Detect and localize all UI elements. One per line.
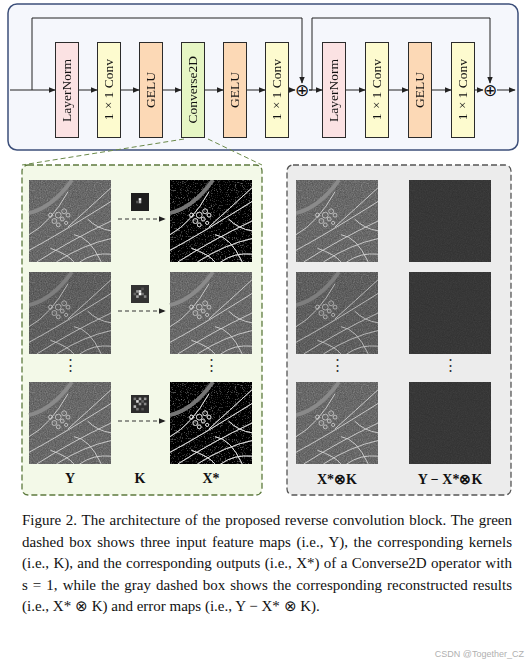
activation-box: GELU (223, 42, 247, 138)
activation-box: GELU (408, 42, 432, 138)
error-map (409, 382, 491, 464)
watermark: CSDN @Together_CZ (324, 649, 524, 659)
connector (289, 90, 295, 91)
connector (309, 18, 490, 90)
activation-box: GELU (139, 42, 163, 138)
connector (346, 90, 365, 91)
connector (79, 90, 97, 91)
node-text: GELU (143, 72, 159, 108)
reconstruction-panel (287, 165, 511, 495)
node-text: LayerNorm (59, 59, 75, 122)
ellipsis: ⋮ (277, 356, 397, 374)
column-label: X*⊗K (277, 471, 397, 488)
node-text: GELU (227, 72, 243, 108)
connector (309, 90, 322, 91)
zoom-line (22, 139, 184, 165)
connector (121, 90, 139, 91)
conv-box: 1×1 Conv (97, 42, 121, 138)
node-text: 1×1 Conv (269, 59, 285, 120)
kernel (131, 193, 149, 211)
map-arrow (118, 311, 165, 312)
zoom-line (208, 139, 262, 165)
sum-node: ⊕ (295, 83, 309, 97)
conv-box: 1×1 Conv (365, 42, 389, 138)
feature-map (296, 180, 378, 262)
column-label: Y − X*⊗K (390, 471, 510, 488)
node-text: 1×1 Conv (101, 59, 117, 120)
error-map (409, 180, 491, 262)
ellipsis: ⋮ (390, 356, 510, 374)
connector (205, 90, 223, 91)
connector (247, 90, 265, 91)
block-frame (8, 4, 518, 150)
connector (389, 90, 408, 91)
node-text: 1×1 Conv (455, 59, 471, 120)
feature-map (29, 180, 111, 262)
node-text: GELU (412, 72, 428, 108)
connector (163, 90, 181, 91)
node-text: LayerNorm (326, 59, 342, 122)
sum-node: ⊕ (483, 83, 497, 97)
norm-box: LayerNorm (322, 42, 346, 138)
ellipsis: ⋮ (10, 356, 130, 374)
map-arrow (118, 421, 165, 422)
node-text: ⊕ (295, 83, 309, 97)
column-label: K (80, 471, 200, 487)
feature-map (170, 180, 252, 262)
map-arrow (118, 219, 165, 220)
column-label: X* (151, 471, 271, 487)
figure-caption: Figure 2. The architecture of the propos… (22, 510, 512, 618)
node-text: 1×1 Conv (369, 59, 385, 120)
feature-map (170, 382, 252, 464)
kernel (131, 285, 149, 303)
conv-box: 1×1 Conv (265, 42, 289, 138)
feature-map (170, 272, 252, 354)
conv-box: 1×1 Conv (451, 42, 475, 138)
column-label: Y (10, 471, 130, 487)
operator-panel (22, 165, 262, 495)
ellipsis: ⋮ (151, 356, 271, 374)
node-text: Converse2D (185, 56, 201, 124)
error-map (409, 272, 491, 354)
feature-map (296, 382, 378, 464)
output-arrow (497, 90, 515, 91)
kernel (131, 395, 149, 413)
connector (432, 90, 451, 91)
feature-map (29, 382, 111, 464)
feature-map (29, 272, 111, 354)
connector (475, 90, 483, 91)
feature-map (296, 272, 378, 354)
node-text: ⊕ (483, 83, 497, 97)
norm-box: LayerNorm (55, 42, 79, 138)
converse-box: Converse2D (181, 42, 205, 138)
